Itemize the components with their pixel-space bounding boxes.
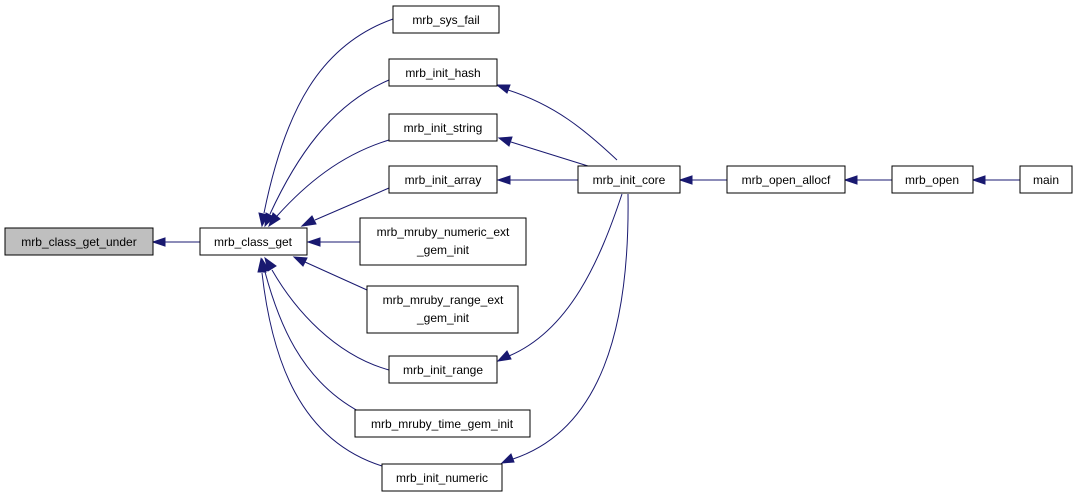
node-label: mrb_class_get_under xyxy=(21,235,136,249)
node-label: mrb_init_core xyxy=(593,173,666,187)
node-mrb-mruby-numeric-ext-gem-init[interactable]: mrb_mruby_numeric_ext _gem_init xyxy=(359,217,527,266)
node-mrb-class-get-under[interactable]: mrb_class_get_under xyxy=(4,227,154,256)
node-label: mrb_init_string xyxy=(404,121,483,135)
node-label: mrb_mruby_numeric_ext xyxy=(377,225,510,239)
node-label: main xyxy=(1033,173,1059,187)
node-mrb-init-hash[interactable]: mrb_init_hash xyxy=(388,58,498,87)
node-mrb-open-allocf[interactable]: mrb_open_allocf xyxy=(726,165,846,194)
node-label: mrb_init_hash xyxy=(405,66,480,80)
edge-init-range-to-class-get xyxy=(271,269,390,371)
arrowhead xyxy=(495,84,511,94)
node-mrb-mruby-range-ext-gem-init[interactable]: mrb_mruby_range_ext _gem_init xyxy=(366,285,519,334)
arrowhead xyxy=(268,212,281,228)
arrowhead xyxy=(151,237,166,247)
edge-time-gem-to-class-get xyxy=(264,271,361,413)
node-mrb-init-array[interactable]: mrb_init_array xyxy=(388,165,498,194)
arrowhead xyxy=(496,350,512,362)
edge-sys-fail-to-class-get xyxy=(263,18,394,214)
edges-layer xyxy=(151,18,1020,467)
node-label: mrb_mruby_range_ext xyxy=(383,293,504,307)
node-label: mrb_class_get xyxy=(214,235,293,249)
arrowhead xyxy=(971,175,986,185)
edge-init-hash-to-class-get xyxy=(269,79,390,215)
edge-init-core-to-init-range xyxy=(508,193,623,357)
arrowhead xyxy=(496,175,511,185)
node-label: mrb_init_numeric xyxy=(396,471,488,485)
nodes-layer: mrb_class_get_under mrb_class_get mrb_sy… xyxy=(4,5,1073,492)
node-label: mrb_mruby_time_gem_init xyxy=(371,417,514,431)
node-label: mrb_init_array xyxy=(405,173,482,187)
arrowhead xyxy=(843,175,858,185)
arrowhead xyxy=(257,257,267,273)
edge-init-core-to-init-numeric xyxy=(512,193,629,460)
arrowhead xyxy=(300,215,317,227)
edge-range-ext-to-class-get xyxy=(304,261,368,291)
node-label: mrb_sys_fail xyxy=(412,13,479,27)
node-main[interactable]: main xyxy=(1019,165,1073,194)
edge-init-string-to-class-get xyxy=(276,139,390,217)
node-mrb-init-string[interactable]: mrb_init_string xyxy=(388,113,498,142)
arrowhead xyxy=(678,175,693,185)
arrowhead xyxy=(306,237,321,247)
node-label: _gem_init xyxy=(416,243,470,257)
edge-init-numeric-to-class-get xyxy=(261,272,383,467)
edge-init-core-to-init-hash xyxy=(507,89,618,161)
node-mrb-sys-fail[interactable]: mrb_sys_fail xyxy=(392,5,500,34)
node-label: mrb_open_allocf xyxy=(742,173,831,187)
node-mrb-init-numeric[interactable]: mrb_init_numeric xyxy=(381,463,503,492)
edge-init-core-to-init-string xyxy=(510,141,589,167)
node-label: _gem_init xyxy=(416,311,470,325)
node-label: mrb_init_range xyxy=(403,363,483,377)
node-mrb-class-get[interactable]: mrb_class_get xyxy=(199,227,308,256)
node-mrb-init-core[interactable]: mrb_init_core xyxy=(577,165,681,194)
node-mrb-mruby-time-gem-init[interactable]: mrb_mruby_time_gem_init xyxy=(354,409,531,438)
arrowhead xyxy=(292,256,308,267)
arrowhead xyxy=(497,136,513,147)
node-mrb-open[interactable]: mrb_open xyxy=(891,165,974,194)
node-mrb-init-range[interactable]: mrb_init_range xyxy=(388,355,498,384)
arrowhead xyxy=(500,453,515,464)
edge-init-array-to-class-get xyxy=(314,187,390,221)
node-label: mrb_open xyxy=(905,173,959,187)
